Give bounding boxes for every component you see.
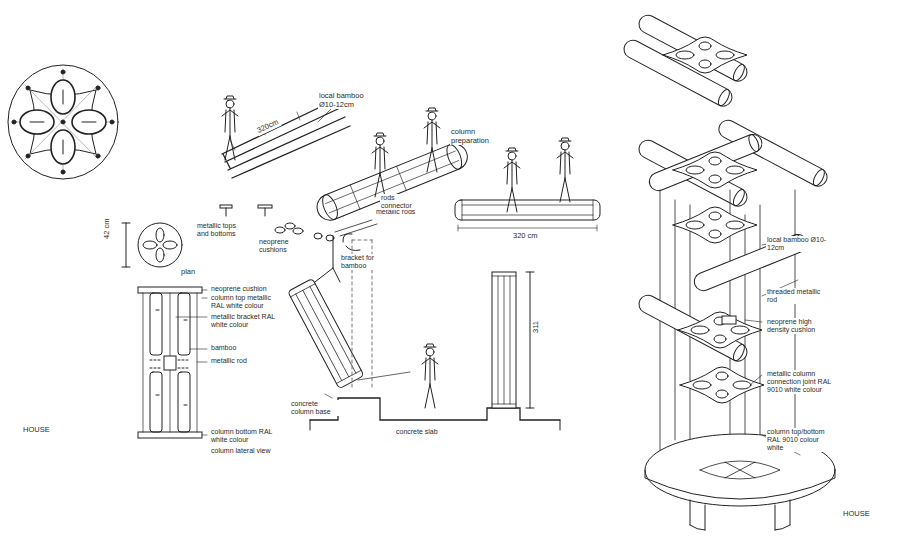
bamboo <box>178 372 190 432</box>
break-line <box>150 360 190 368</box>
column-detail <box>492 276 516 404</box>
connection-joint <box>673 207 757 243</box>
sketch-label: column top/bottom RAL 9010 colour white <box>766 428 838 452</box>
sketch-label: HOUSE <box>22 426 51 435</box>
material-sketch <box>220 96 600 251</box>
sketch-label: concrete column base <box>290 400 340 416</box>
sketch-label: rods connector <box>380 194 426 210</box>
bamboo-poles <box>222 100 350 178</box>
sketch-label: column bottom RAL white colour <box>210 428 282 444</box>
bamboo-core <box>30 90 96 154</box>
plan-outline <box>138 223 182 267</box>
sketch-label: neoprene cushions <box>258 238 306 254</box>
crane-cable <box>333 236 334 268</box>
bamboo <box>178 293 190 355</box>
connection-joint <box>673 152 757 188</box>
sketch-label: metallic column connection joint RAL 901… <box>766 370 838 394</box>
person-figure <box>424 108 440 172</box>
person-figure <box>557 138 573 202</box>
lifted-column <box>288 278 364 388</box>
column-erection <box>288 236 560 430</box>
sketch-label: threaded metallic rod <box>766 288 824 304</box>
sketch-label: 320cm <box>255 118 281 136</box>
metallic-rod <box>143 293 197 432</box>
plan-rods <box>12 70 114 174</box>
bamboo-section <box>156 248 164 262</box>
sketch-label: 311 <box>532 320 541 334</box>
column-in-preparation <box>313 140 471 224</box>
bamboo <box>150 293 162 355</box>
sketch-label: bamboo <box>210 344 237 352</box>
leader-lines <box>745 240 800 455</box>
connection-joint <box>663 37 747 73</box>
concrete-slab <box>310 398 560 420</box>
person-figure <box>422 344 438 408</box>
sketch-label: column top metallic RAL white colour <box>210 294 282 310</box>
sketch-label: local bamboo Ø10-12cm <box>766 236 828 252</box>
sketch-label: metallic rod <box>210 357 248 365</box>
base-plate-edge <box>645 470 835 499</box>
sketch-label: column lateral view <box>210 447 282 455</box>
base-legs <box>690 500 790 530</box>
bolts <box>12 70 114 174</box>
column-bottom <box>138 432 202 438</box>
sketch-label: concrete slab <box>395 428 439 436</box>
connection-joint <box>678 312 762 348</box>
leader-line <box>318 108 332 122</box>
base-pattern <box>700 461 780 479</box>
bamboo-section <box>143 241 157 249</box>
neoprene-cushion <box>722 316 736 324</box>
bamboo-section <box>156 228 164 242</box>
dimension-line <box>526 272 534 408</box>
column-lateral-view <box>138 287 207 438</box>
small-plan <box>122 223 182 267</box>
bamboo-tube <box>647 132 765 194</box>
horizontal-column <box>455 200 600 231</box>
leader-lines <box>176 290 207 435</box>
dimension-ticks <box>230 112 300 150</box>
person-figure <box>504 148 520 212</box>
sketch-label: bracket for bamboo <box>340 254 392 270</box>
metallic-bracket <box>164 356 176 370</box>
column-plan <box>8 65 118 179</box>
sketch-label: 320 cm <box>512 232 539 241</box>
sketch-label: metallic tops and bottoms <box>196 222 240 238</box>
sketch-label: HOUSE <box>842 510 871 519</box>
sketch-label: metallic bracket RAL white colour <box>210 313 282 329</box>
sketch-label: neoprene cushion <box>210 285 268 293</box>
dimension-line <box>122 223 130 267</box>
bamboo <box>150 372 162 432</box>
person-figure <box>372 133 388 197</box>
sketch-label: plan <box>180 268 196 277</box>
sketch-label: neoprene high density cushion <box>766 318 828 334</box>
sketch-label: column preparation <box>450 128 504 145</box>
standing-column <box>492 272 516 408</box>
sketch-label: local bamboo Ø10-12cm <box>318 92 368 109</box>
bamboo-nodes <box>156 310 187 405</box>
bamboo-section <box>163 241 177 249</box>
column-top <box>138 287 202 293</box>
guide-rope <box>358 372 410 380</box>
plan-joint <box>30 90 96 154</box>
exploded-column <box>621 12 835 530</box>
connection-joint <box>680 367 764 403</box>
sling <box>315 268 340 282</box>
leader-line <box>325 394 332 398</box>
plan-outline <box>8 65 118 179</box>
sketch-label: 42 cm <box>103 218 112 240</box>
